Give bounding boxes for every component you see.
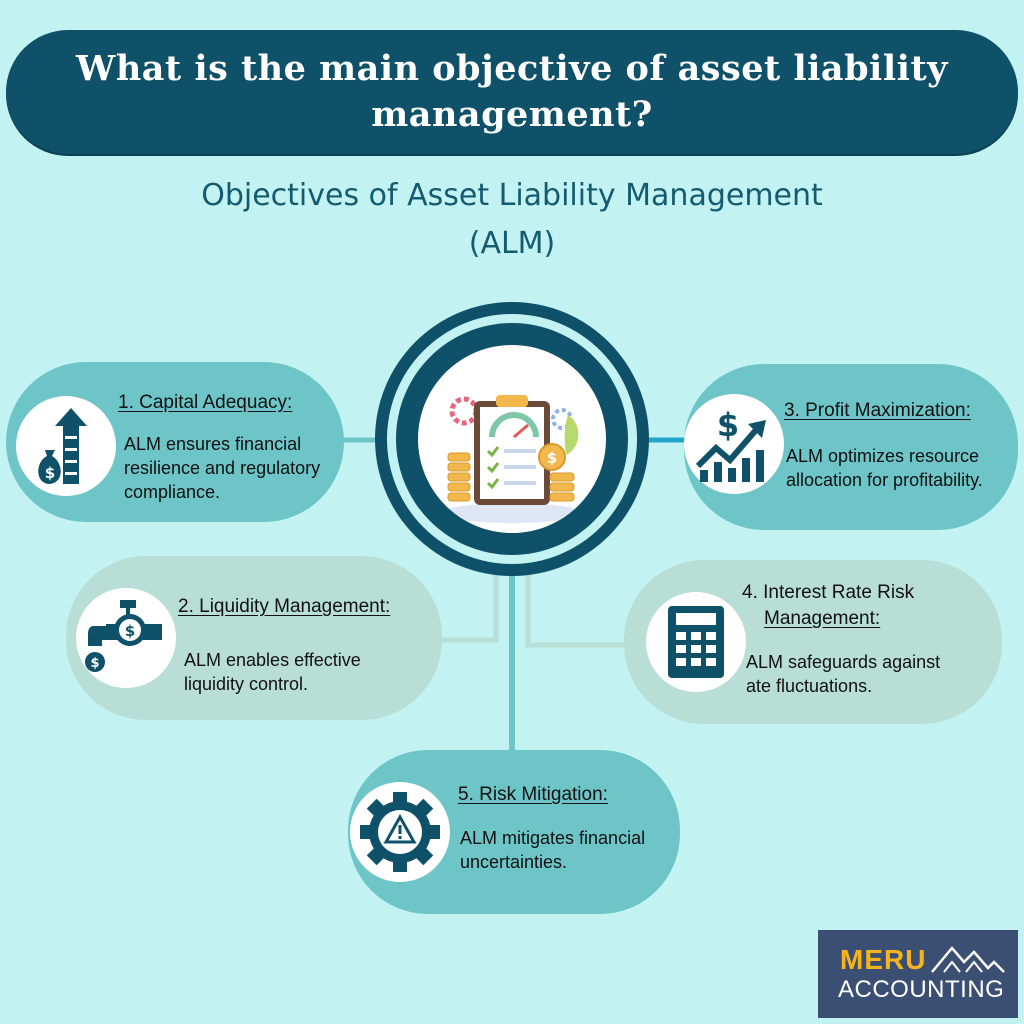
- money-bag-up-arrow-icon: $: [16, 396, 116, 496]
- objective-description: ALM safeguards against ate fluctuations.: [746, 652, 941, 696]
- center-hub: $: [375, 302, 649, 576]
- connector-liquidity: [430, 574, 499, 643]
- objective-card-liquidity-management: $ $ 2. Liquidity Management: ALM enables…: [66, 556, 442, 720]
- connector-interest: [525, 574, 640, 648]
- logo-text-meru: MERU: [840, 944, 927, 975]
- header-banner: What is the main objective of asset liab…: [6, 30, 1018, 154]
- gear-warning-icon: [350, 782, 450, 882]
- svg-text:$: $: [547, 449, 557, 467]
- objective-description: ALM enables effective liquidity control.: [184, 650, 361, 694]
- svg-text:$: $: [717, 406, 739, 444]
- objective-card-interest-rate-risk: 4. Interest Rate Risk Management: ALM sa…: [624, 560, 1002, 724]
- objective-title-line-2: Management:: [764, 608, 881, 629]
- objective-description: ALM ensures financial resilience and reg…: [124, 434, 321, 502]
- svg-text:$: $: [125, 622, 135, 640]
- clipboard-coins-icon: $: [418, 345, 606, 533]
- objective-card-capital-adequacy: $ 1. Capital Adequacy: ALM ensures finan…: [6, 362, 344, 522]
- logo-text-accounting: ACCOUNTING: [838, 976, 1005, 1003]
- objective-title: 2. Liquidity Management:: [178, 596, 391, 617]
- meru-accounting-logo: MERU ACCOUNTING: [818, 930, 1018, 1018]
- mountain-logo-icon: [931, 946, 1005, 973]
- subtitle-line-1: Objectives of Asset Liability Management: [201, 178, 823, 213]
- objective-description: ALM mitigates financial uncertainties.: [460, 828, 646, 872]
- growth-chart-dollar-icon: $: [684, 394, 784, 494]
- objective-card-risk-mitigation: 5. Risk Mitigation: ALM mitigates financ…: [348, 750, 680, 914]
- objective-card-profit-maximization: $ 3. Profit Maximization: ALM optimizes …: [684, 364, 1018, 530]
- svg-text:$: $: [90, 656, 99, 671]
- calculator-icon: [646, 592, 746, 692]
- page-title: What is the main objective of asset liab…: [76, 48, 948, 135]
- objective-title: 1. Capital Adequacy:: [118, 392, 293, 413]
- subtitle-line-2: (ALM): [468, 226, 556, 261]
- objective-title-line-1: 4. Interest Rate Risk: [742, 582, 915, 603]
- objective-title: 3. Profit Maximization:: [784, 400, 971, 421]
- svg-text:$: $: [45, 464, 55, 482]
- objective-title: 5. Risk Mitigation:: [458, 784, 608, 805]
- section-subtitle: Objectives of Asset Liability Management…: [112, 172, 912, 268]
- objective-description: ALM optimizes resource allocation for pr…: [786, 446, 983, 490]
- tap-dollar-icon: $ $: [76, 588, 176, 688]
